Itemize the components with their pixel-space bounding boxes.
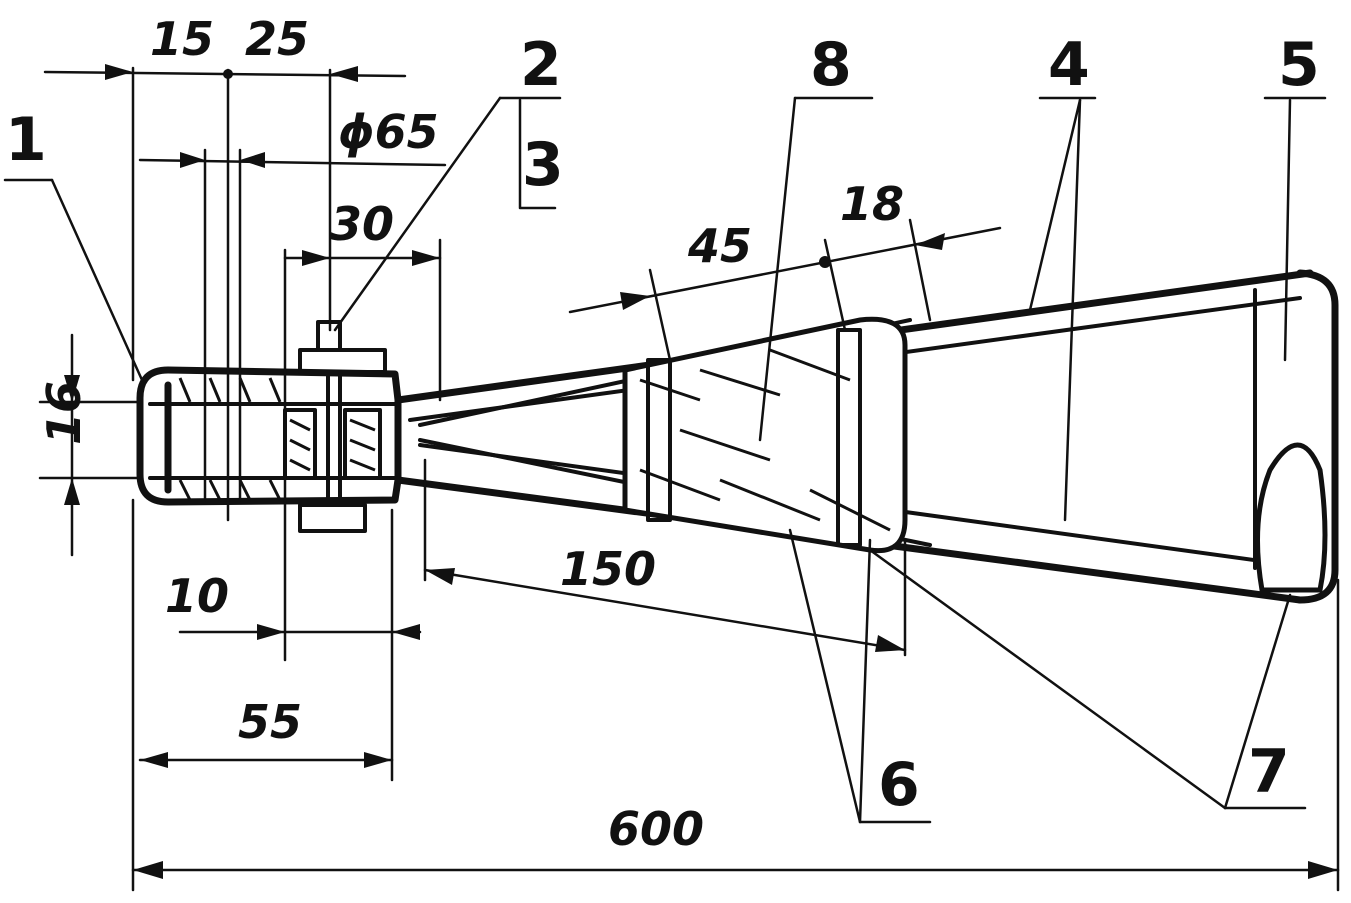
- dimension-16: 16: [37, 381, 91, 445]
- clamp-block: [622, 316, 908, 554]
- dimension-15: 15: [150, 12, 214, 66]
- dimension-18: 18: [840, 177, 904, 231]
- dimension-25: 25: [245, 12, 309, 66]
- callout-8: 8: [810, 30, 852, 100]
- dimension-45: 45: [687, 219, 752, 273]
- callout-6: 6: [878, 750, 920, 820]
- tip-block: [1255, 442, 1328, 593]
- callout-1: 1: [5, 105, 47, 175]
- dimension-600: 600: [608, 802, 704, 856]
- callout-4: 4: [1048, 30, 1090, 100]
- dimension-lines: [38, 64, 1340, 892]
- callout-5: 5: [1278, 30, 1320, 100]
- dimension-diameter-65: ϕ65: [338, 105, 439, 159]
- callout-3: 3: [522, 130, 564, 200]
- dimension-150: 150: [560, 542, 656, 596]
- sleeve-hatching: [178, 377, 282, 501]
- callout-2: 2: [520, 30, 562, 100]
- dimension-10: 10: [165, 569, 229, 623]
- callout-leaders: [3, 96, 1327, 824]
- callout-7: 7: [1248, 737, 1290, 807]
- dimension-30: 30: [330, 197, 394, 251]
- blade-frame: [394, 269, 1339, 604]
- dimension-55: 55: [238, 695, 302, 749]
- hub-assembly: [136, 320, 402, 533]
